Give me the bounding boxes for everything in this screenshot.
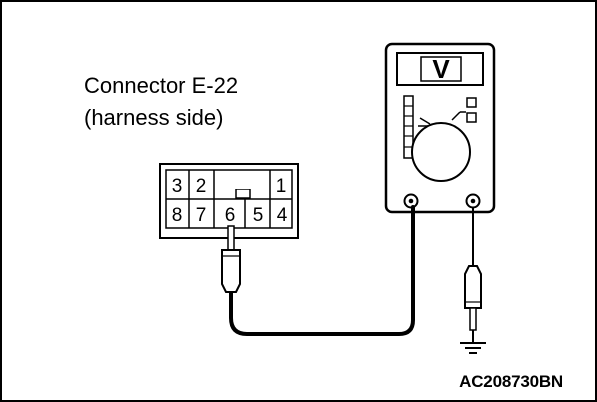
connector-lock-tab [235, 188, 251, 199]
multimeter-dial [411, 122, 471, 182]
connector-e22 [159, 163, 299, 239]
multimeter-display-symbol: V [432, 54, 450, 84]
figure-code: AC208730BN [459, 372, 563, 391]
test-lead-wire [229, 205, 415, 336]
probe-to-ground [460, 207, 486, 354]
multimeter-button [466, 112, 477, 123]
ground-probe-tip [469, 307, 477, 331]
pin-label: 1 [276, 176, 287, 197]
ground-probe-handle [464, 265, 482, 309]
pin-label: 5 [253, 205, 264, 226]
multimeter [384, 42, 496, 214]
connector-title: Connector E-22 [84, 73, 239, 98]
probe-to-pin-6 [221, 205, 415, 336]
pin-label: 7 [196, 205, 207, 226]
ground-symbol [460, 342, 486, 354]
pin-label: 8 [172, 205, 183, 226]
connector-subtitle: (harness side) [84, 105, 224, 130]
pin-label: 3 [172, 176, 183, 197]
probe-handle [221, 249, 241, 293]
multimeter-button [466, 97, 477, 108]
pin-label: 6 [225, 205, 236, 226]
multimeter-range-buttons [403, 95, 414, 159]
pin-label: 4 [277, 205, 288, 226]
pin-label: 2 [196, 176, 207, 197]
probe-tip [227, 225, 235, 251]
